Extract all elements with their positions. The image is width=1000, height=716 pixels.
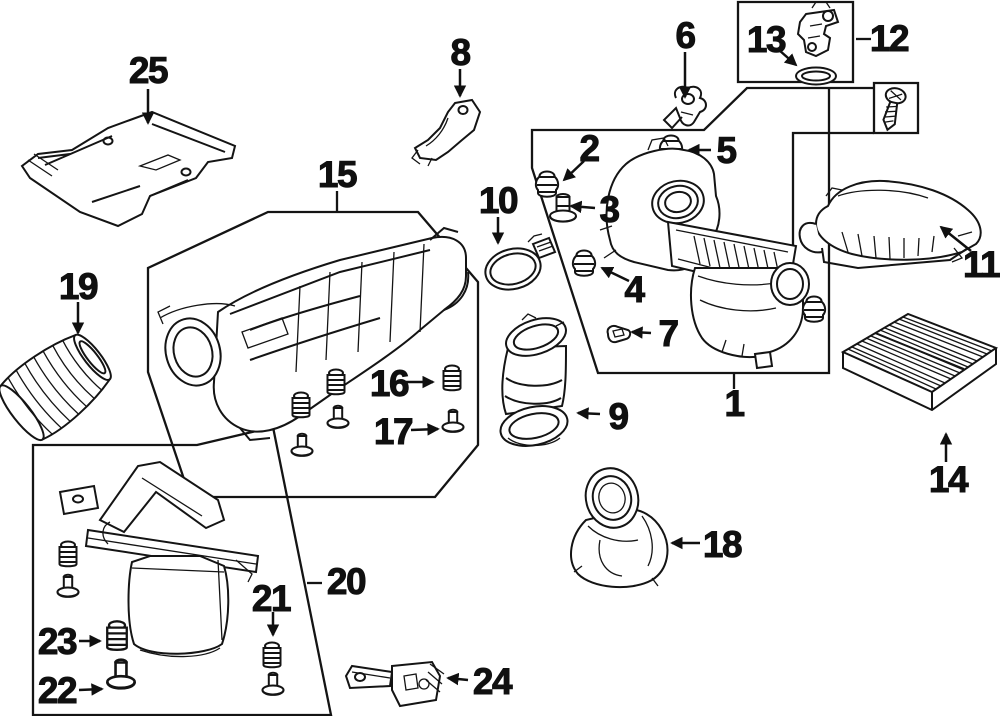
part-8-drawing: [411, 98, 482, 167]
label-25: 25: [129, 50, 168, 91]
label-4: 4: [624, 269, 645, 310]
box-resonator-20-outline: [31, 425, 333, 716]
arrow-to-part-7: [630, 326, 652, 339]
part-number-labels: 25 19 15 8 10 6 13 12 2 5 3 4 7 11 1 16 …: [37, 15, 1000, 712]
arrow-to-part-3: [569, 200, 596, 214]
arrow-to-part-4: [600, 266, 630, 283]
label-18: 18: [703, 524, 742, 565]
label-16: 16: [370, 363, 409, 404]
arrow-to-part-11: [939, 225, 972, 252]
part-12-screw-drawing: [882, 87, 907, 132]
part-11-drawing: [798, 179, 982, 270]
label-3: 3: [599, 189, 619, 230]
part-2-drawing: [534, 170, 560, 198]
label-1: 1: [724, 383, 744, 424]
part-15-drawing: [157, 226, 470, 442]
part-13-drawing: [795, 1, 840, 86]
label-7: 7: [658, 313, 677, 354]
arrow-to-part-9: [576, 407, 601, 420]
arrow-to-part-17: [410, 423, 440, 436]
label-20: 20: [327, 561, 366, 602]
part-19-drawing: [0, 333, 112, 442]
part-17-drawing: [441, 408, 465, 433]
label-24: 24: [473, 661, 513, 702]
label-21: 21: [252, 578, 291, 619]
part-1-drawing: [599, 137, 827, 370]
part-16-drawing: [442, 364, 462, 392]
label-17: 17: [374, 411, 412, 452]
label-15: 15: [318, 154, 357, 195]
box-cover-11-outline: [791, 131, 874, 278]
label-12: 12: [870, 18, 909, 59]
box-screw-outline: [872, 81, 920, 135]
arrow-to-part-24: [446, 672, 469, 686]
box-sensor-13-outline: [736, 0, 855, 84]
label-23: 23: [38, 621, 77, 662]
part-23-drawing: [106, 620, 128, 651]
grouping-boxes: [31, 0, 920, 716]
part-24-drawing: [344, 660, 445, 708]
part-22-drawing: [106, 658, 136, 690]
part-10-drawing: [484, 233, 557, 291]
box-housing-15-outline: [146, 210, 480, 499]
label-5: 5: [716, 130, 736, 171]
part-21-drawing: [262, 641, 282, 669]
part-3-drawing: [549, 193, 577, 223]
part-7-drawing: [606, 324, 632, 344]
label-14: 14: [929, 459, 969, 500]
leader-arrows: [71, 49, 972, 696]
label-10: 10: [479, 180, 518, 221]
label-22: 22: [38, 670, 77, 711]
part-18-drawing: [570, 467, 669, 589]
part-9-drawing: [499, 313, 569, 447]
part-20-drawing: [58, 460, 260, 658]
label-2: 2: [579, 128, 599, 169]
arrow-to-part-2: [562, 160, 585, 182]
part-25-drawing: [20, 110, 237, 228]
part-14-drawing: [840, 312, 999, 412]
label-13: 13: [747, 19, 786, 60]
arrow-to-part-13: [778, 49, 798, 67]
label-19: 19: [59, 266, 98, 307]
label-9: 9: [608, 396, 628, 437]
part-4-drawing: [571, 249, 597, 277]
part-11-ridges: [841, 231, 935, 260]
label-11: 11: [963, 244, 1000, 285]
label-8: 8: [450, 32, 470, 73]
label-6: 6: [675, 15, 695, 56]
arrow-to-part-22: [78, 683, 104, 696]
